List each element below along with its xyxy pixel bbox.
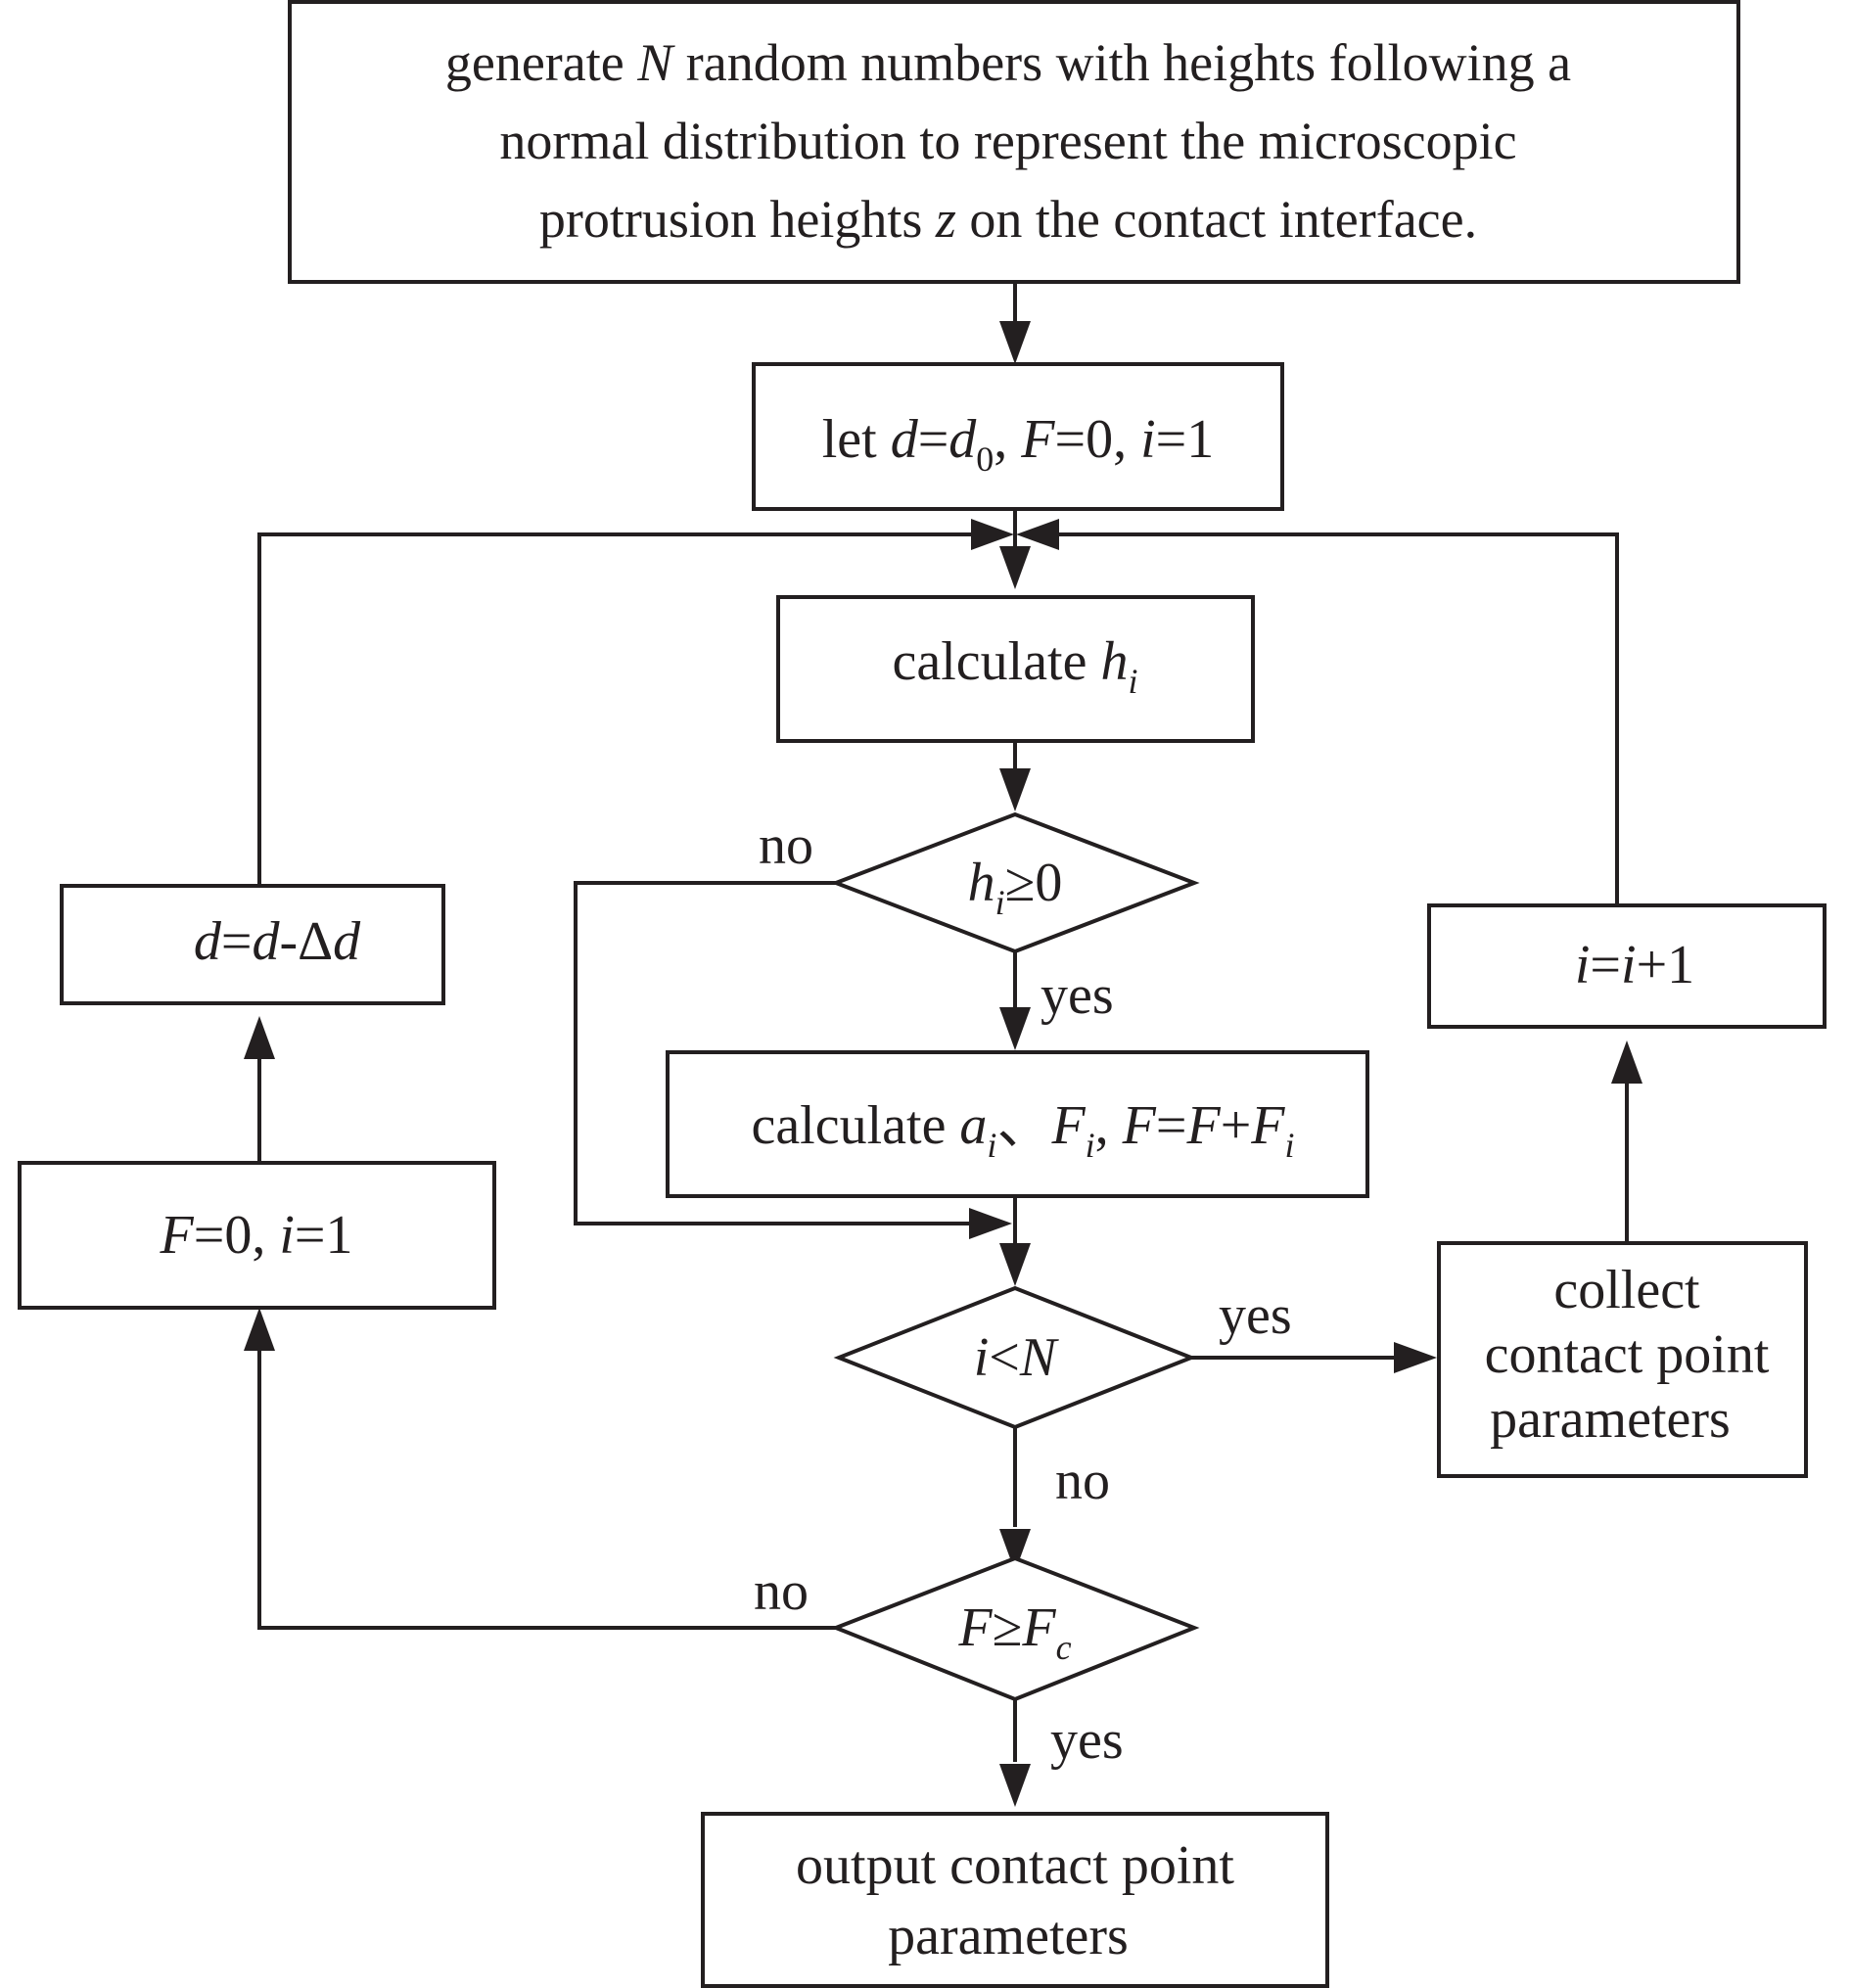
arrowhead-right: [969, 1208, 1012, 1239]
inc-i-label: i=i+1: [1575, 935, 1694, 995]
node-init: let d=d0, F=0, i=1: [752, 362, 1284, 511]
label-n-yes: yes: [1219, 1285, 1292, 1346]
label-f-yes: yes: [1050, 1710, 1124, 1771]
arrowhead-down: [999, 1764, 1031, 1807]
arrowhead-down: [999, 768, 1031, 811]
decision-n: i<N: [833, 1285, 1197, 1430]
arrowhead-down: [999, 1007, 1031, 1050]
arrowhead-down: [999, 1529, 1031, 1572]
label-n-no: no: [1055, 1451, 1110, 1511]
edge-inc-loop: [1055, 532, 1619, 905]
edge-f-no: [257, 1349, 836, 1630]
decision-h: hi≥0: [830, 811, 1200, 954]
arrowhead-right: [1394, 1342, 1437, 1373]
arrowhead-left: [1016, 519, 1059, 550]
arrowhead-down: [999, 1243, 1031, 1286]
node-reset: F=0, i=1: [18, 1161, 496, 1310]
arrowheads: [244, 321, 1642, 1807]
calc-h-label: calculate hi: [893, 631, 1138, 701]
node-dec-d: d=d-Δd: [60, 884, 445, 1005]
arrowhead-up: [1611, 1040, 1642, 1084]
arrowhead-up: [244, 1308, 275, 1351]
generate-line-1: generate N random numbers with heights f…: [445, 33, 1571, 92]
decision-f: F≥Fc: [830, 1555, 1200, 1702]
generate-line-2: normal distribution to represent the mic…: [499, 112, 1516, 170]
generate-line-3: protrusion heights z on the contact inte…: [539, 190, 1477, 249]
label-f-no: no: [754, 1561, 809, 1622]
node-output: output contact point parameters: [701, 1812, 1329, 1988]
init-label: let d=d0, F=0, i=1: [822, 409, 1215, 479]
calc-a-label: calculate ai、Fi, F=F+Fi: [751, 1095, 1294, 1165]
node-generate: generate N random numbers with heights f…: [288, 0, 1740, 284]
arrowhead-down: [999, 546, 1031, 589]
decision-n-label: i<N: [974, 1327, 1059, 1388]
arrowhead-down: [999, 321, 1031, 364]
collect-line-3: parameters: [1490, 1389, 1731, 1450]
arrowhead-up: [244, 1016, 275, 1059]
collect-line-2: contact point: [1485, 1324, 1770, 1385]
edge-labels: no yes yes no no yes: [754, 815, 1292, 1771]
reset-label: F=0, i=1: [160, 1205, 353, 1266]
connectors: [257, 282, 1629, 1762]
node-collect: collect contact point parameters: [1437, 1241, 1808, 1478]
node-calc-h: calculate hi: [776, 595, 1255, 743]
output-line-2: parameters: [888, 1906, 1129, 1966]
label-h-no: no: [759, 815, 813, 876]
decision-f-label: F≥Fc: [957, 1597, 1071, 1667]
node-calc-a: calculate ai、Fi, F=F+Fi: [666, 1050, 1369, 1198]
dec-d-label: d=d-Δd: [194, 911, 361, 972]
output-line-1: output contact point: [796, 1835, 1234, 1896]
arrowhead-right: [971, 519, 1014, 550]
edge-decision-no: [574, 881, 984, 1225]
decision-h-label: hi≥0: [968, 853, 1063, 922]
label-h-yes: yes: [1041, 965, 1114, 1026]
edge-dec-loop: [257, 532, 975, 886]
collect-line-1: collect: [1553, 1260, 1700, 1320]
node-inc-i: i=i+1: [1427, 903, 1827, 1029]
